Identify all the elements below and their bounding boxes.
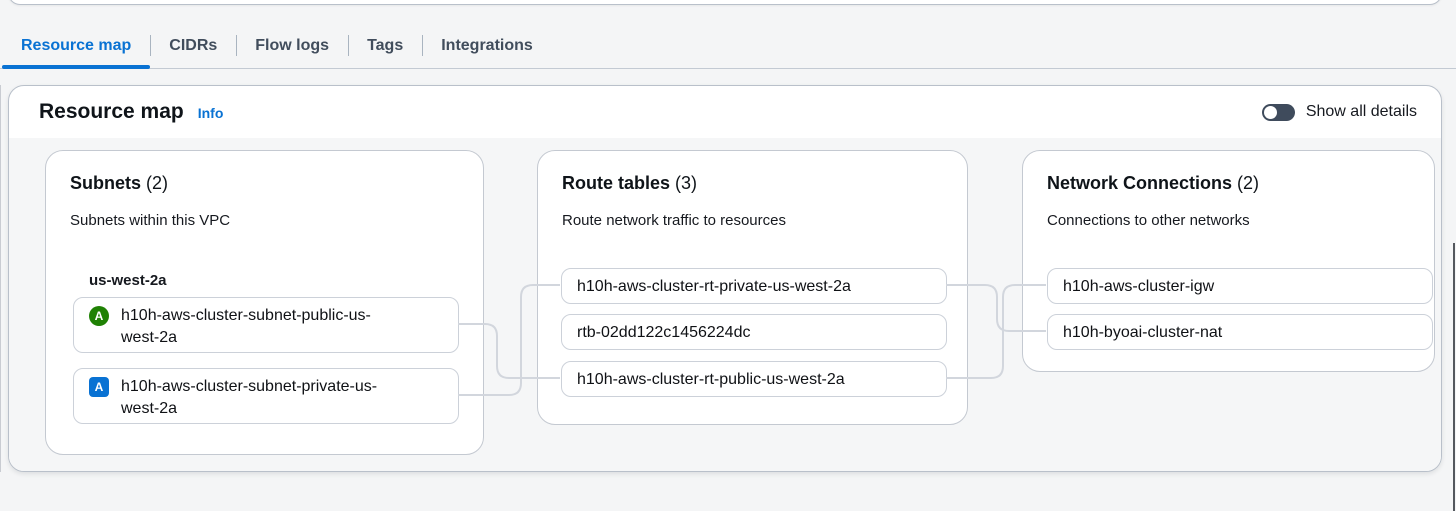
tab-flow-logs[interactable]: Flow logs [236,24,348,68]
toggle-switch[interactable] [1261,103,1295,121]
window-edge-right [1453,243,1455,511]
resource-item-label: h10h-byoai-cluster-nat [1063,323,1223,341]
card-title-text: Subnets [70,173,142,193]
card-count: (3) [675,173,698,193]
resource-map-header: Resource map Info Show all details [9,86,1441,138]
card-network-connections: Network Connections(2) Connections to oth… [1022,150,1435,372]
card-subtitle: Subnets within this VPC [70,212,231,229]
tab-resource-map[interactable]: Resource map [2,24,151,69]
info-link[interactable]: Info [197,105,224,121]
resource-item-h10h-aws-cluster-rt-private-us-west-2a[interactable]: h10h-aws-cluster-rt-private-us-west-2a [561,268,947,304]
card-subtitle: Route network traffic to resources [562,212,786,229]
card-title: Route tables(3) [562,173,697,194]
toggle-knob [1263,105,1277,119]
panel-title-row: Resource map Info [39,100,223,124]
card-subtitle: Connections to other networks [1047,212,1250,229]
toggle-label: Show all details [1305,103,1417,120]
resource-item-label: h10h-aws-cluster-rt-public-us-west-2a [577,370,845,388]
availability-zone-label: us-west-2a [89,272,167,289]
resource-item-label: h10h-aws-cluster-igw [1063,277,1215,295]
tab-bar: Resource map CIDRs Flow logs Tags Integratio… [0,24,1456,69]
card-title-text: Route tables [562,173,671,193]
resource-item-label: h10h-aws-cluster-rt-private-us-west-2a [577,277,851,295]
previous-section-bottom-edge [8,0,1442,5]
resource-item-label: rtb-02dd122c1456224dc [577,323,751,341]
tab-label: CIDRs [169,37,218,54]
card-count: (2) [1237,173,1260,193]
resource-item-rtb-02dd122c1456224dc[interactable]: rtb-02dd122c1456224dc [561,314,947,350]
show-all-details-control[interactable]: Show all details [1261,103,1417,121]
tab-label: Resource map [21,37,132,54]
card-count: (2) [146,173,169,193]
tab-label: Integrations [441,37,533,54]
subnet-state-badge: A [89,306,109,326]
tab-label: Tags [367,37,404,54]
card-title-text: Network Connections [1047,173,1233,193]
tab-label: Flow logs [255,37,330,54]
resource-item-label: h10h-aws-cluster-subnet-public-us-west-2… [121,307,371,346]
tab-integrations[interactable]: Integrations [422,24,552,68]
resource-item-h10h-byoai-cluster-nat[interactable]: h10h-byoai-cluster-nat [1047,314,1433,350]
resource-item-h10h-aws-cluster-igw[interactable]: h10h-aws-cluster-igw [1047,268,1433,304]
window-edge-left [0,85,1,472]
card-subnets: Subnets(2) Subnets within this VPC us-west… [45,150,484,455]
tab-tags[interactable]: Tags [348,24,422,68]
resource-item-label: h10h-aws-cluster-subnet-private-us-west-… [121,378,378,417]
panel-title: Resource map [39,100,184,123]
card-title: Subnets(2) [70,173,168,194]
card-title: Network Connections(2) [1047,173,1259,194]
resource-item-h10h-aws-cluster-rt-public-us-west-2a[interactable]: h10h-aws-cluster-rt-public-us-west-2a [561,361,947,397]
card-route-tables: Route tables(3) Route network traffic to … [537,150,968,425]
tab-cidrs[interactable]: CIDRs [150,24,236,68]
subnet-state-badge: A [89,377,109,397]
